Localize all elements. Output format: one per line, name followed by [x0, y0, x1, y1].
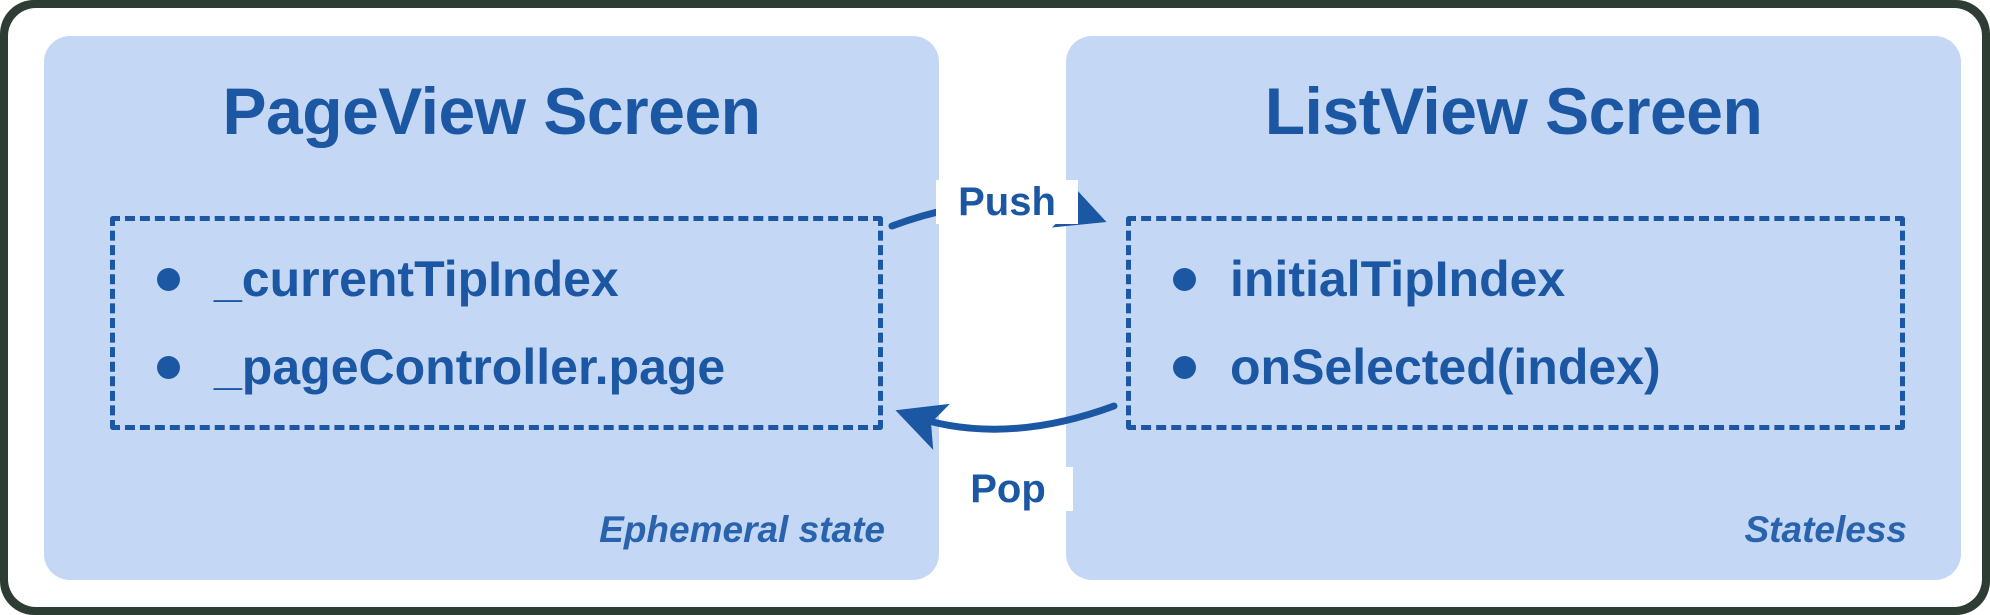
state-item-label: _currentTipIndex	[214, 251, 619, 307]
panel-pageview-screen: PageView Screen _currentTipIndex _pageCo…	[44, 36, 939, 580]
state-item-label: initialTipIndex	[1230, 251, 1566, 307]
list-item: _currentTipIndex	[157, 249, 878, 309]
bullet-dot-icon	[157, 267, 180, 291]
bullet-dot-icon	[1173, 267, 1196, 291]
state-list-pageview: _currentTipIndex _pageController.page	[115, 221, 878, 425]
list-item: initialTipIndex	[1173, 249, 1900, 309]
diagram-card: PageView Screen _currentTipIndex _pageCo…	[8, 8, 1982, 607]
panel-listview-screen: ListView Screen initialTipIndex onSelect…	[1066, 36, 1961, 580]
panel-title-listview: ListView Screen	[1264, 74, 1763, 148]
state-box-listview: initialTipIndex onSelected(index)	[1126, 216, 1905, 430]
state-box-pageview: _currentTipIndex _pageController.page	[110, 216, 883, 430]
state-list-listview: initialTipIndex onSelected(index)	[1131, 221, 1900, 425]
bullet-dot-icon	[157, 355, 180, 379]
panel-footer-listview: Stateless	[1744, 509, 1908, 550]
list-item: onSelected(index)	[1173, 337, 1900, 397]
state-item-label: _pageController.page	[214, 339, 726, 395]
panel-title-pageview: PageView Screen	[222, 74, 761, 148]
edge-label-push: Push	[936, 180, 1078, 224]
panel-footer-pageview: Ephemeral state	[599, 509, 885, 550]
state-item-label: onSelected(index)	[1230, 339, 1661, 395]
edge-label-pop: Pop	[943, 467, 1073, 511]
list-item: _pageController.page	[157, 337, 878, 397]
bullet-dot-icon	[1173, 355, 1196, 379]
